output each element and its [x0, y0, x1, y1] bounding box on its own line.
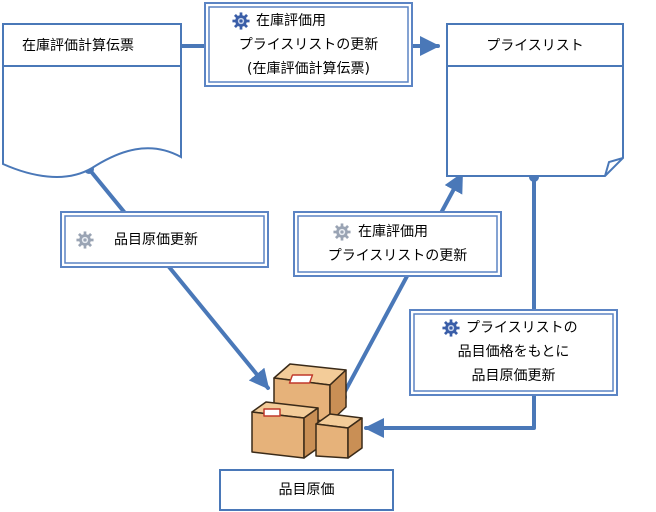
process-2-line-1: 品目原価更新 [114, 232, 198, 248]
process-box-2 [60, 211, 269, 268]
process-3-line-2: プライスリストの更新 [327, 248, 468, 264]
process-4-line-1: プライスリストの [466, 320, 578, 336]
gear-icon [76, 231, 94, 249]
process-1-line-3: (在庫評価計算伝票) [247, 61, 370, 77]
doc-valuation-slip [1, 23, 182, 178]
gear-icon [442, 319, 460, 337]
gear-icon [232, 12, 250, 30]
gear-icon [333, 223, 351, 241]
process-box-1 [204, 2, 413, 87]
process-4-line-3: 品目原価更新 [471, 368, 556, 384]
valuation-slip-title: 在庫評価計算伝票 [22, 38, 134, 54]
connector-pricelist-to-boxes [364, 175, 536, 438]
process-3-line-1: 在庫評価用 [358, 224, 428, 240]
doc-price-list [446, 23, 624, 177]
item-cost-title: 品目原価 [278, 482, 335, 498]
process-box-3 [293, 211, 502, 277]
process-1-line-1: 在庫評価用 [256, 13, 326, 29]
item-cost-box [219, 469, 394, 511]
process-4-line-2: 品目価格をもとに [457, 344, 570, 360]
connector-slip-to-cost [87, 167, 270, 390]
price-list-title: プライスリスト [486, 38, 584, 54]
process-box-4 [409, 309, 618, 396]
boxes-icon [251, 363, 363, 459]
process-1-line-2: プライスリストの更新 [238, 37, 379, 53]
